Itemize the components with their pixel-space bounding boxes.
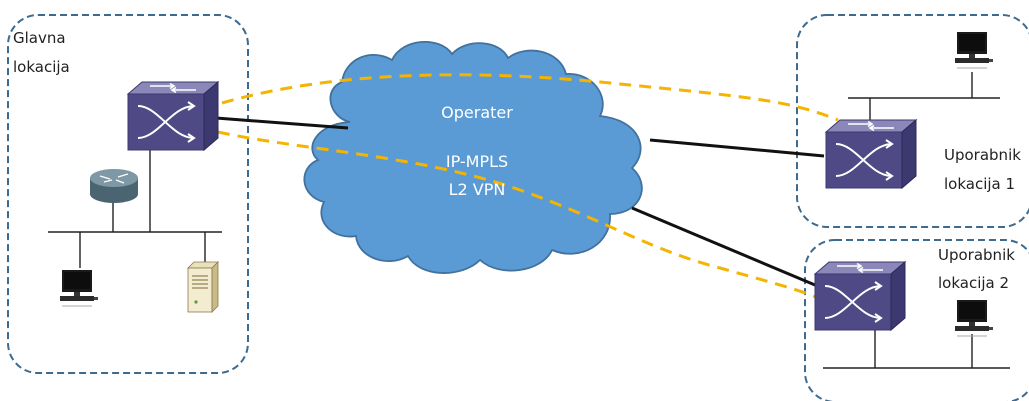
link-cloud-to-user2 (631, 206, 816, 287)
server-icon[interactable] (187, 261, 219, 313)
user-site-1-switch-icon[interactable] (825, 119, 917, 189)
user-site-2-label-line1: Uporabnik (938, 246, 1015, 264)
user-site-1-label-line2: lokacija 1 (944, 175, 1015, 193)
cloud-title-label: Operater (441, 103, 513, 122)
user-site-1-lan (848, 72, 1000, 120)
vpn-path-user2 (217, 130, 819, 300)
link-main-to-cloud (215, 116, 349, 130)
user-site-1-workstation-icon[interactable] (954, 31, 994, 69)
router-icon[interactable] (90, 169, 138, 203)
main-site-lan (48, 145, 222, 268)
cloud-protocol-label: IP-MPLS (446, 152, 508, 171)
main-site-boundary (7, 14, 249, 374)
main-workstation-icon[interactable] (59, 269, 99, 307)
main-site-label-line2: lokacija (13, 58, 70, 76)
cloud-service-label: L2 VPN (449, 180, 506, 199)
main-site-label-line1: Glavna (13, 29, 66, 47)
user-site-2-workstation-icon[interactable] (954, 299, 994, 337)
main-switch-icon[interactable] (127, 81, 219, 151)
user-site-1-boundary (796, 14, 1029, 228)
user-site-2-switch-icon[interactable] (814, 261, 906, 331)
user-site-2-lan (823, 330, 1010, 369)
vpn-path-user1 (221, 73, 839, 122)
user-site-2-label-line2: lokacija 2 (938, 274, 1009, 292)
operator-cloud-icon (303, 41, 643, 274)
user-site-1-label-line1: Uporabnik (944, 146, 1021, 164)
link-cloud-to-user1 (649, 138, 825, 158)
